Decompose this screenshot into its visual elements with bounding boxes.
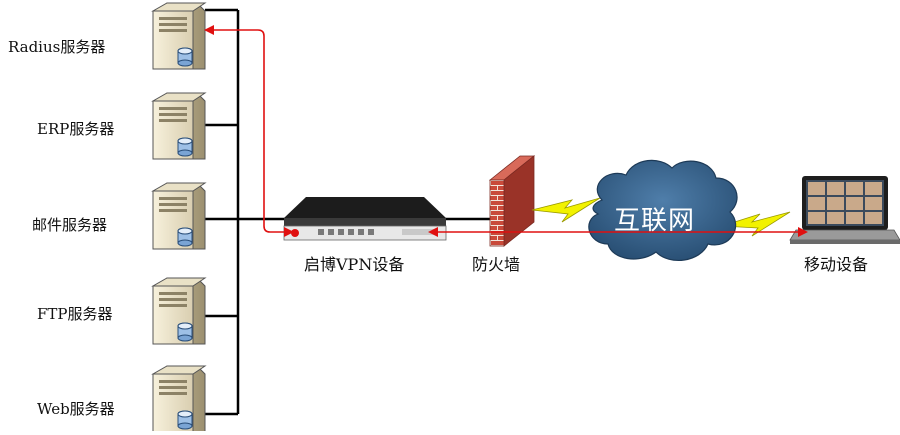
server-ftp-icon	[152, 277, 206, 345]
internet-cloud-icon	[588, 159, 738, 261]
arrowhead-icon	[284, 227, 294, 237]
internet-label: 互联网	[614, 206, 696, 236]
wireless-bolt-icon	[531, 197, 601, 223]
firewall-label: 防火墙	[472, 255, 521, 274]
wireless-bolt-icon	[721, 211, 791, 237]
vpn-device-label: 启博VPN设备	[304, 255, 405, 274]
vpn-tunnel-path	[212, 29, 804, 233]
server-radius-icon	[152, 2, 206, 70]
server-mail-icon	[152, 182, 206, 250]
server-label: ERP服务器	[37, 120, 115, 138]
server-label: Radius服务器	[8, 38, 106, 56]
mobile-device-icon	[789, 176, 900, 244]
server-label: FTP服务器	[37, 305, 113, 323]
vpn-device-icon	[283, 197, 447, 241]
arrowhead-icon	[204, 25, 214, 35]
arrowhead-icon	[428, 227, 438, 237]
server-web-icon	[152, 365, 206, 433]
mobile-device-label: 移动设备	[804, 255, 869, 274]
server-label: 邮件服务器	[32, 216, 108, 234]
firewall-icon	[488, 155, 536, 247]
arrowhead-icon	[798, 227, 808, 237]
server-label: Web服务器	[37, 400, 115, 418]
server-erp-icon	[152, 92, 206, 160]
